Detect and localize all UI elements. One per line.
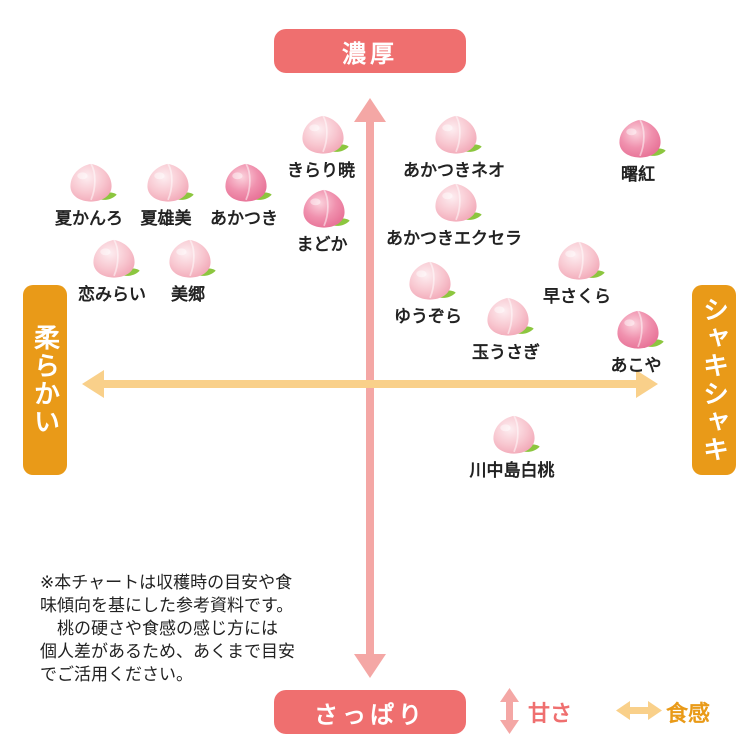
peach-label-akatsuki-excela: あかつきエクセラ bbox=[386, 229, 522, 249]
note-line: ※本チャートは収穫時の目安や食 bbox=[40, 573, 293, 593]
peach-icon bbox=[224, 162, 273, 203]
peach-label-natsukanro: 夏かんろ bbox=[55, 209, 123, 229]
note-line: 個人差があるため、あくまで目安 bbox=[40, 642, 295, 662]
peach-label-madoka: まどか bbox=[296, 235, 348, 255]
axis-top-label: 濃厚 bbox=[342, 39, 398, 68]
peach-icon bbox=[434, 114, 483, 155]
axis-left-label: 柔らかい bbox=[29, 324, 60, 436]
legend-sweetness-arrow bbox=[500, 688, 519, 734]
peach-icon bbox=[146, 162, 195, 203]
peach-icon bbox=[408, 260, 457, 301]
peach-label-misato: 美郷 bbox=[171, 285, 205, 305]
note-line: でご活用ください。 bbox=[40, 665, 193, 685]
note-line: 桃の硬さや食感の感じ方には bbox=[40, 619, 278, 639]
axis-bottom-label: さっぱり bbox=[314, 700, 426, 729]
peach-label-koimirai: 恋みらい bbox=[78, 285, 146, 305]
horizontal-axis-arrow bbox=[82, 370, 658, 398]
peach-icon bbox=[557, 240, 606, 281]
peach-label-kawanakajima-hakutou: 川中島白桃 bbox=[469, 461, 555, 481]
axis-right-pill: シャキシャキ bbox=[692, 285, 736, 475]
peach-label-akoya: あこや bbox=[610, 356, 662, 376]
peach-icon bbox=[92, 238, 141, 279]
peach-icon bbox=[168, 238, 217, 279]
peach-icon bbox=[616, 309, 665, 350]
legend-texture-label: 食感 bbox=[666, 702, 711, 727]
legend-texture-arrow bbox=[616, 701, 662, 720]
peach-label-yuuzora: ゆうぞら bbox=[394, 307, 462, 327]
note-line: 味傾向を基にした参考資料です。 bbox=[40, 596, 294, 616]
axis-bottom-pill: さっぱり bbox=[274, 690, 466, 734]
axis-top-pill: 濃厚 bbox=[274, 29, 466, 73]
legend-sweetness-label: 甘さ bbox=[528, 702, 573, 727]
peach-label-hayasakura: 早さくら bbox=[543, 287, 611, 307]
peach-label-akatsuki: あかつき bbox=[210, 209, 278, 229]
peach-icon bbox=[302, 188, 351, 229]
disclaimer-note: ※本チャートは収穫時の目安や食 味傾向を基にした参考資料です。 桃の硬さや食感の… bbox=[40, 572, 370, 687]
peach-label-natsuyumi: 夏雄美 bbox=[140, 209, 192, 229]
peach-label-shokou: 曙紅 bbox=[621, 165, 655, 185]
peach-icon bbox=[492, 414, 541, 455]
peach-label-tamausagi: 玉うさぎ bbox=[472, 343, 540, 363]
peach-icon bbox=[486, 296, 535, 337]
peach-label-akatsuki-neo: あかつきネオ bbox=[403, 161, 505, 181]
peach-icon bbox=[301, 114, 350, 155]
peach-icon bbox=[69, 162, 118, 203]
peach-label-kirari-akatsuki: きらり暁 bbox=[287, 161, 355, 181]
axis-left-pill: 柔らかい bbox=[23, 285, 67, 475]
axis-right-label: シャキシャキ bbox=[698, 296, 729, 464]
peach-icon bbox=[434, 182, 483, 223]
peach-icon bbox=[618, 118, 667, 159]
